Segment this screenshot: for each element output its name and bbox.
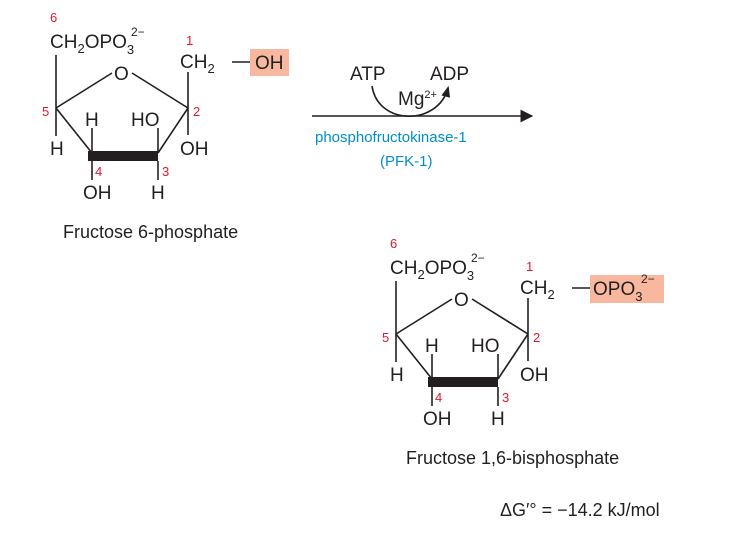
adp-label: ADP bbox=[430, 64, 469, 85]
reactant-c1-substituent: OH bbox=[255, 53, 284, 74]
product-structure: OPO3 2− bbox=[381, 235, 664, 431]
cofactor-label: Mg2+ bbox=[398, 89, 437, 110]
product-c1-charge: 2− bbox=[641, 272, 655, 286]
free-energy-label: ΔG′° = −14.2 kJ/mol bbox=[500, 500, 660, 520]
atp-label: ATP bbox=[350, 64, 386, 85]
product-c1-substituent: OPO3 bbox=[593, 279, 642, 304]
reaction-arrow-group: ATP ADP Mg2+ phosphofructokinase-1 (PFK-… bbox=[312, 64, 534, 170]
reactant-structure: OH bbox=[41, 9, 289, 205]
reactant-name: Fructose 6-phosphate bbox=[63, 222, 238, 242]
enzyme-abbreviation: (PFK-1) bbox=[380, 153, 433, 170]
reactant-c1-highlight bbox=[250, 49, 289, 76]
enzyme-name: phosphofructokinase-1 bbox=[315, 129, 467, 146]
cofactor-curved-arrow bbox=[371, 85, 451, 118]
product-c1-highlight bbox=[590, 275, 664, 303]
product-name: Fructose 1,6-bisphosphate bbox=[406, 448, 619, 468]
